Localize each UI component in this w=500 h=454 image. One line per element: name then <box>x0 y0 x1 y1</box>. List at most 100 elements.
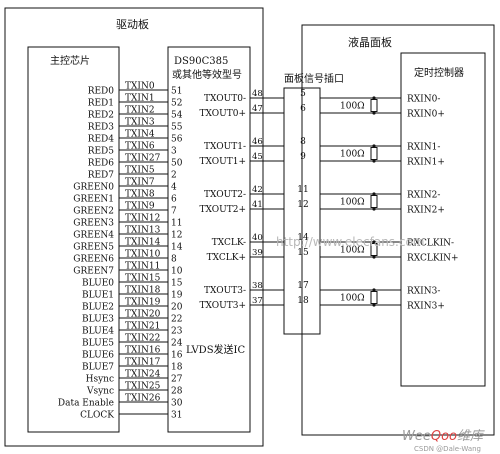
txout-label: TXOUT2+ <box>200 205 247 215</box>
txin-label: TXIN9 <box>125 202 155 212</box>
tcon-input-label: RXCLKIN- <box>407 239 454 249</box>
connector-pin-number: 8 <box>300 137 306 147</box>
chip-signal-label: Hsync <box>86 375 114 385</box>
timing-controller-box <box>400 52 486 387</box>
txin-label: TXIN21 <box>125 322 160 332</box>
txout-label: TXCLK+ <box>207 253 246 263</box>
panel-connector-box <box>283 87 321 335</box>
chip-signal-label: RED3 <box>88 123 115 133</box>
ic-input-pin-number: 10 <box>171 267 183 277</box>
chip-signal-label: GREEN6 <box>73 255 114 265</box>
tcon-input-label: RXIN2- <box>407 191 440 201</box>
txin-label: TXIN24 <box>125 370 161 380</box>
chip-signal-label: BLUE1 <box>82 291 114 301</box>
chip-signal-label: GREEN1 <box>73 195 114 205</box>
resistor-value: 100Ω <box>340 198 365 208</box>
txin-label: TXIN1 <box>125 94 155 104</box>
chip-signal-label: RED6 <box>88 159 115 169</box>
chip-signal-label: RED2 <box>88 111 114 121</box>
main-chip-box <box>27 46 120 433</box>
ic-input-pin-number: 22 <box>171 315 182 325</box>
ic-input-pin-number: 20 <box>171 303 183 313</box>
ic-output-pin-number: 38 <box>252 281 263 291</box>
ic-input-pin-number: 28 <box>171 387 183 397</box>
ic-output-pin-number: 42 <box>252 185 263 195</box>
ic-input-pin-number: 30 <box>171 399 183 409</box>
watermark-brand-q: Qoo <box>431 429 457 444</box>
lcd-panel-frame <box>301 24 495 436</box>
ic-input-pin-number: 3 <box>171 147 177 157</box>
txin-label: TXIN10 <box>125 250 161 260</box>
main-chip-signals: RED0RED1RED2RED3RED4RED5RED6RED7GREEN0GR… <box>58 87 114 421</box>
chip-signal-label: CLOCK <box>80 411 114 421</box>
txout-label: TXOUT3- <box>204 286 246 296</box>
lvds-ic-box <box>167 46 251 433</box>
txin-label: TXIN27 <box>125 154 161 164</box>
tcon-input-label: RXIN2+ <box>407 206 445 216</box>
driver-board-title: 驱动板 <box>116 17 149 31</box>
chip-signal-label: BLUE0 <box>82 279 114 289</box>
ic-output-pin-number: 48 <box>252 89 263 99</box>
txin-label: TXIN26 <box>125 394 161 404</box>
ic-input-pin-number: 19 <box>171 291 183 301</box>
chip-signal-label: GREEN7 <box>73 267 114 277</box>
lvds-ic-title-line1: DS90C385 <box>174 56 228 67</box>
chip-signal-label: GREEN0 <box>73 183 114 193</box>
ic-input-pin-number: 55 <box>171 123 183 133</box>
txin-label: TXIN14 <box>125 238 161 248</box>
txin-label: TXIN17 <box>125 358 161 368</box>
chip-signal-label: BLUE3 <box>82 315 114 325</box>
ic-input-pin-number: 12 <box>171 231 182 241</box>
ic-input-pin-number: 23 <box>171 327 183 337</box>
chip-signal-label: Vsync <box>86 387 114 397</box>
chip-signal-label: GREEN2 <box>73 207 114 217</box>
txin-label: TXIN11 <box>125 262 160 272</box>
txin-label: TXIN25 <box>125 382 161 392</box>
ic-input-pin-number: 56 <box>171 135 183 145</box>
tcon-input-label: RXIN3- <box>407 287 440 297</box>
txin-label: TXIN2 <box>125 106 155 116</box>
resistor-value: 100Ω <box>340 150 365 160</box>
lcd-panel-title: 液晶面板 <box>348 35 392 49</box>
ic-output-pin-number: 41 <box>252 200 263 210</box>
connector-pin-number: 17 <box>297 281 309 291</box>
watermark-brand-cn: 维库 <box>457 429 485 444</box>
chip-signal-label: RED5 <box>88 147 115 157</box>
ic-input-pin-number: 27 <box>171 375 183 385</box>
bus-wires <box>119 89 168 415</box>
connector-pin-number: 5 <box>300 89 306 99</box>
txout-label: TXCLK- <box>212 238 246 248</box>
tcon-input-label: RXIN0- <box>407 95 440 105</box>
txout-label: TXOUT3+ <box>200 301 247 311</box>
connector-pin-number: 12 <box>297 200 308 210</box>
txin-label: TXIN4 <box>125 130 155 140</box>
panel-connector-title: 面板信号插口 <box>284 72 344 85</box>
chip-signal-label: BLUE4 <box>82 327 114 337</box>
ic-input-pin-number: 14 <box>171 243 183 253</box>
txin-label: TXIN19 <box>125 298 161 308</box>
ic-input-pin-number: 54 <box>171 111 183 121</box>
resistor-body <box>370 99 378 112</box>
connector-pin-number: 18 <box>297 296 309 306</box>
main-chip-title: 主控芯片 <box>50 54 90 67</box>
connector-pin-number: 6 <box>300 104 306 114</box>
ic-input-pin-number: 7 <box>171 207 177 217</box>
txout-label: TXOUT0+ <box>200 109 247 119</box>
chip-signal-label: BLUE7 <box>82 363 114 373</box>
watermark-url: http://www.elecfans.com <box>276 235 425 249</box>
tcon-input-label: RXIN0+ <box>407 110 445 120</box>
lvds-ic-title-line2: 或其他等效型号 <box>172 68 242 81</box>
txin-label: TXIN7 <box>125 178 155 188</box>
ic-input-pin-number: 31 <box>171 411 182 421</box>
txin-label: TXIN13 <box>125 226 161 236</box>
ic-output-pin-number: 39 <box>252 248 263 258</box>
ic-input-pin-number: 15 <box>171 279 183 289</box>
watermark-sub: CSDN @Dale-Wang <box>414 445 481 453</box>
txout-label: TXOUT1- <box>204 142 246 152</box>
watermark-brand-prefix: Wee <box>402 429 431 444</box>
lvds-ic-caption: LVDS发送IC <box>186 343 245 356</box>
tcon-input-label: RXCLKIN+ <box>407 254 459 264</box>
txin-label: TXIN15 <box>125 274 161 284</box>
